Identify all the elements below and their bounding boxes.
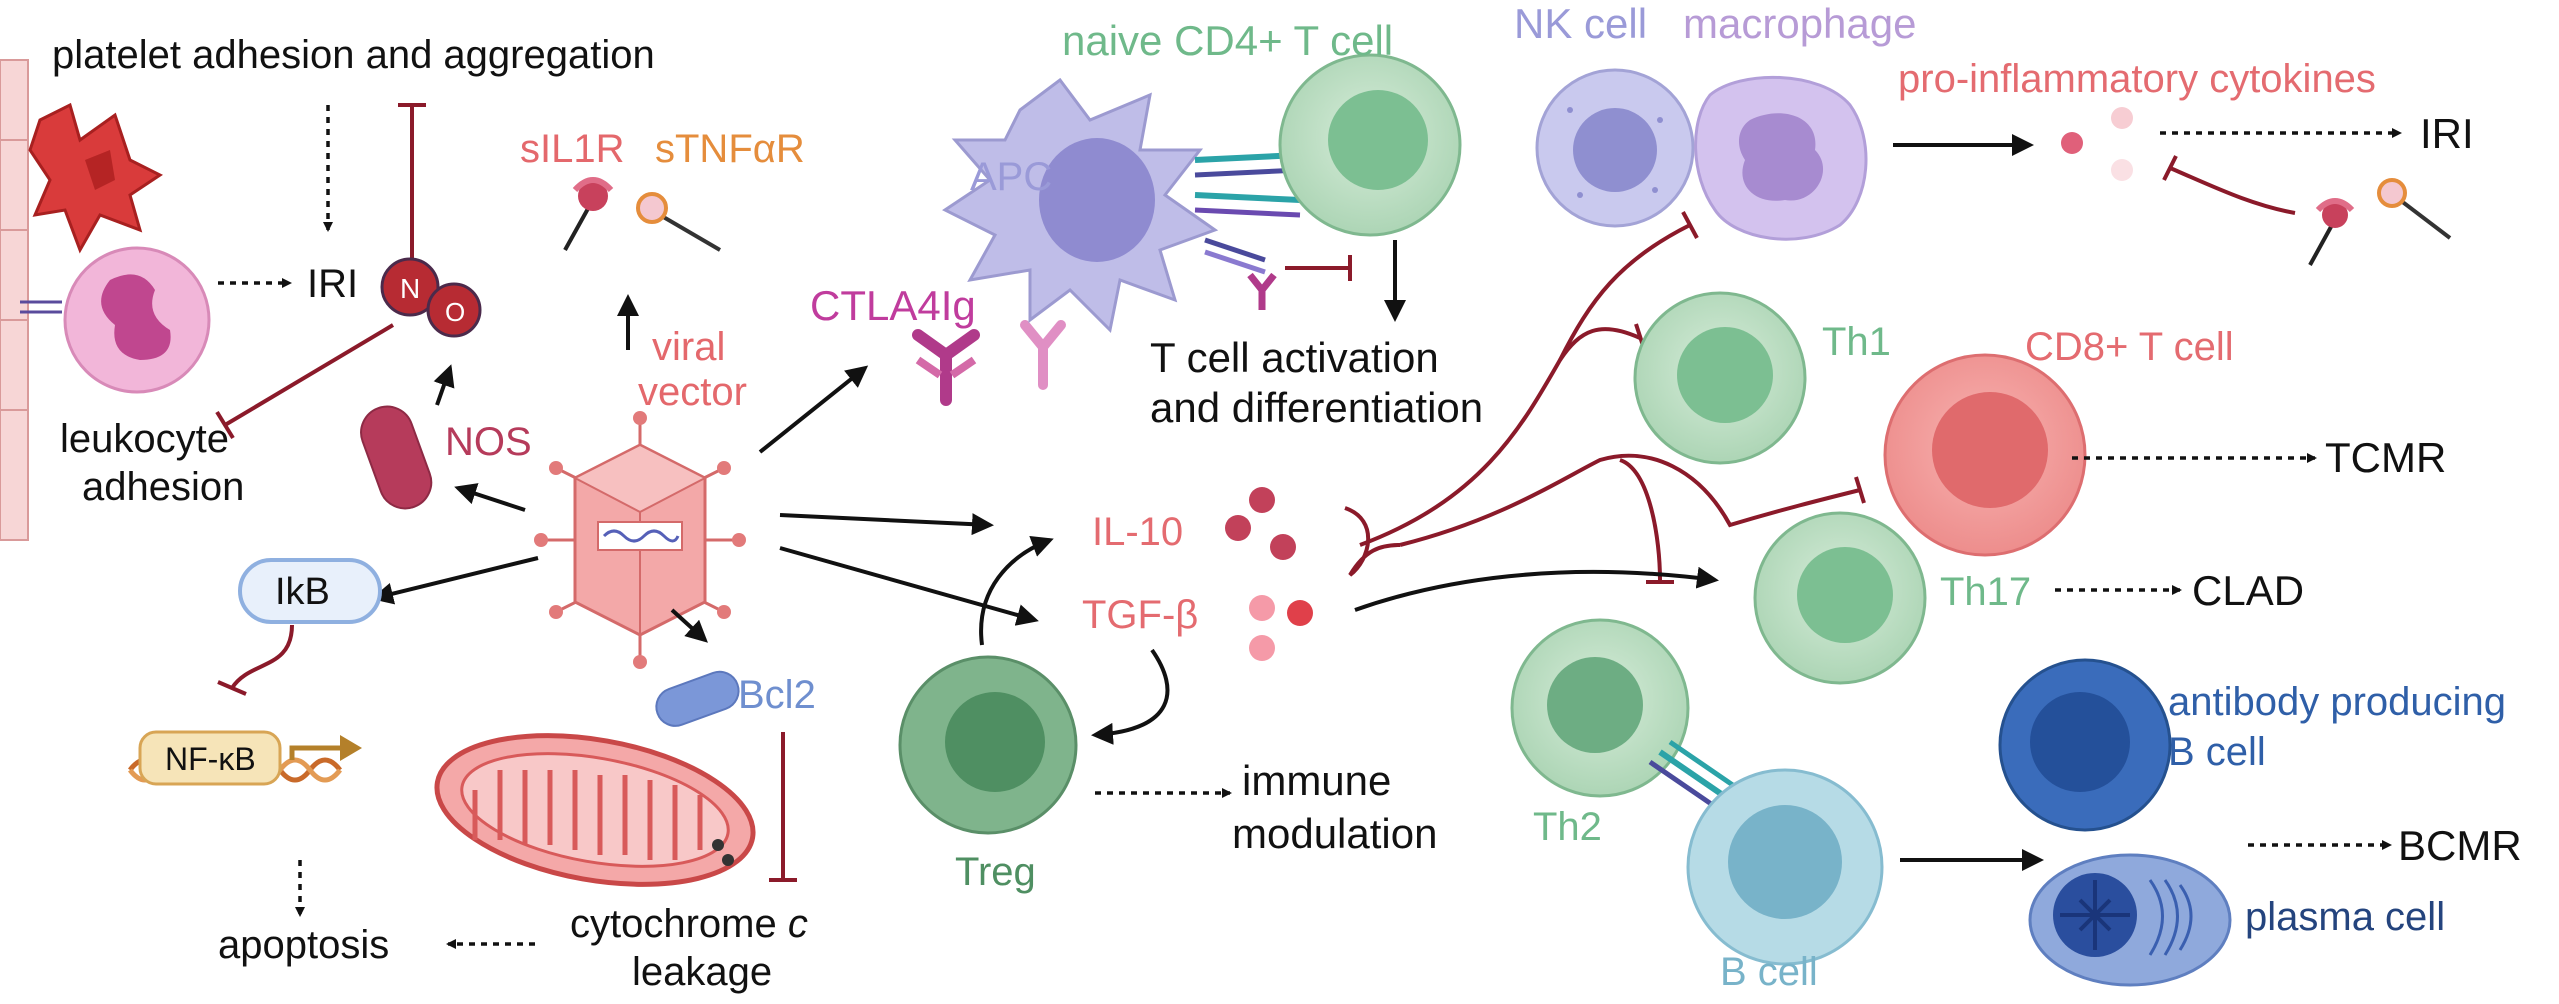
inhibit-no-platelet bbox=[398, 103, 426, 260]
ikb-box: IkB bbox=[238, 558, 382, 624]
platelet-cluster-icon bbox=[28, 102, 163, 254]
tcmr-label: TCMR bbox=[2325, 434, 2446, 481]
bcl2-protein-icon bbox=[655, 670, 740, 727]
treg-cell-icon bbox=[898, 655, 1078, 835]
nk-cell-label: NK cell bbox=[1514, 0, 1647, 47]
macrophage-icon bbox=[1694, 75, 1868, 241]
viral-label-2: vector bbox=[638, 370, 747, 414]
tgfb-label: TGF-β bbox=[1082, 593, 1198, 637]
nfkb-label: NF-κB bbox=[165, 741, 256, 777]
sil1r-label: sIL1R bbox=[520, 127, 625, 171]
inhibit-ikb-nfkb bbox=[217, 624, 294, 696]
proinflammatory-label: pro-inflammatory cytokines bbox=[1898, 57, 2376, 101]
il10-molecules-icon bbox=[1225, 487, 1296, 560]
bcmr-label: BCMR bbox=[2398, 822, 2522, 869]
stnfar-receptor-icon bbox=[636, 192, 722, 252]
th2-label: Th2 bbox=[1533, 805, 1602, 849]
apc-cell-icon bbox=[942, 77, 1219, 334]
cytokine-inhibition-branches bbox=[1344, 211, 1866, 584]
macrophage-label: macrophage bbox=[1683, 0, 1916, 47]
apc-label: APC bbox=[970, 155, 1052, 199]
treg-label: Treg bbox=[955, 850, 1036, 894]
apoptosis-label: apoptosis bbox=[218, 923, 389, 967]
ctla4ig-label: CTLA4Ig bbox=[810, 282, 976, 329]
inhibit-no-leukocyte bbox=[215, 323, 395, 440]
inhibit-bcl2-cytochrome bbox=[769, 732, 797, 882]
leukocyte-icon bbox=[20, 246, 211, 394]
sil1r-receptor-icon bbox=[563, 177, 614, 251]
tgfb-molecules-icon bbox=[1249, 595, 1313, 661]
antibody-producing-label-1: antibody producing bbox=[2168, 680, 2506, 724]
nk-cell-icon bbox=[1535, 68, 1695, 228]
viral-label-1: viral bbox=[652, 325, 725, 369]
mitochondrion-icon bbox=[434, 733, 756, 887]
no-o-label: O bbox=[445, 297, 465, 327]
naive-cd4-tcell-icon bbox=[1278, 53, 1462, 237]
th2-bcell-synapse-icon bbox=[1648, 739, 1742, 813]
th17-label: Th17 bbox=[1940, 570, 2031, 614]
inhibit-soluble-receptors bbox=[2162, 155, 2296, 215]
b-cell-label: B cell bbox=[1720, 950, 1818, 994]
cd8-tcell-label: CD8+ T cell bbox=[2025, 325, 2234, 369]
soluble-receptors-right-icon bbox=[2308, 178, 2452, 266]
endothelium bbox=[0, 59, 29, 541]
nos-enzyme-icon bbox=[360, 405, 433, 510]
proinflammatory-cytokines-icon bbox=[2061, 107, 2133, 181]
th2-cell-icon bbox=[1510, 618, 1690, 798]
stnfar-label: sTNFαR bbox=[655, 127, 805, 171]
immune-modulation-label-1: immune bbox=[1242, 757, 1391, 804]
th1-label: Th1 bbox=[1822, 320, 1891, 364]
cytochrome-label-1: cytochrome c bbox=[570, 902, 808, 946]
nos-label: NOS bbox=[445, 420, 532, 464]
ikb-label: IkB bbox=[275, 571, 330, 613]
nitric-oxide-icon: N O bbox=[380, 257, 482, 338]
th17-cell-icon bbox=[1753, 511, 1927, 685]
leukocyte-label-1: leukocyte bbox=[60, 417, 229, 461]
ctla4ig-icon bbox=[912, 320, 1066, 406]
tcell-activation-label-1: T cell activation bbox=[1150, 334, 1439, 381]
inhibit-ctla4-costim bbox=[1285, 255, 1352, 281]
il10-label: IL-10 bbox=[1092, 510, 1183, 554]
tcell-activation-label-2: and differentiation bbox=[1150, 384, 1483, 431]
plasma-cell-label: plasma cell bbox=[2245, 895, 2445, 939]
viral-vector-icon bbox=[534, 411, 746, 669]
b-cell-icon bbox=[1686, 768, 1884, 966]
iri-left-label: IRI bbox=[307, 262, 358, 306]
bcl2-label: Bcl2 bbox=[738, 673, 816, 717]
naive-cd4-label: naive CD4+ T cell bbox=[1062, 17, 1393, 64]
platelet-label: platelet adhesion and aggregation bbox=[52, 33, 655, 77]
immune-modulation-label-2: modulation bbox=[1232, 810, 1437, 857]
clad-label: CLAD bbox=[2192, 567, 2304, 614]
nfkb-promoter-icon: NF-κB bbox=[128, 730, 362, 786]
iri-right-label: IRI bbox=[2420, 110, 2474, 157]
cytochrome-label-2: leakage bbox=[632, 950, 772, 994]
no-n-label: N bbox=[400, 273, 420, 304]
leukocyte-label-2: adhesion bbox=[82, 465, 244, 509]
plasma-cell-icon bbox=[2028, 853, 2232, 987]
cd8-tcell-icon bbox=[1883, 353, 2087, 557]
antibody-producing-label-2: B cell bbox=[2168, 730, 2266, 774]
th1-cell-icon bbox=[1633, 291, 1807, 465]
antibody-producing-bcell-icon bbox=[1998, 658, 2172, 832]
